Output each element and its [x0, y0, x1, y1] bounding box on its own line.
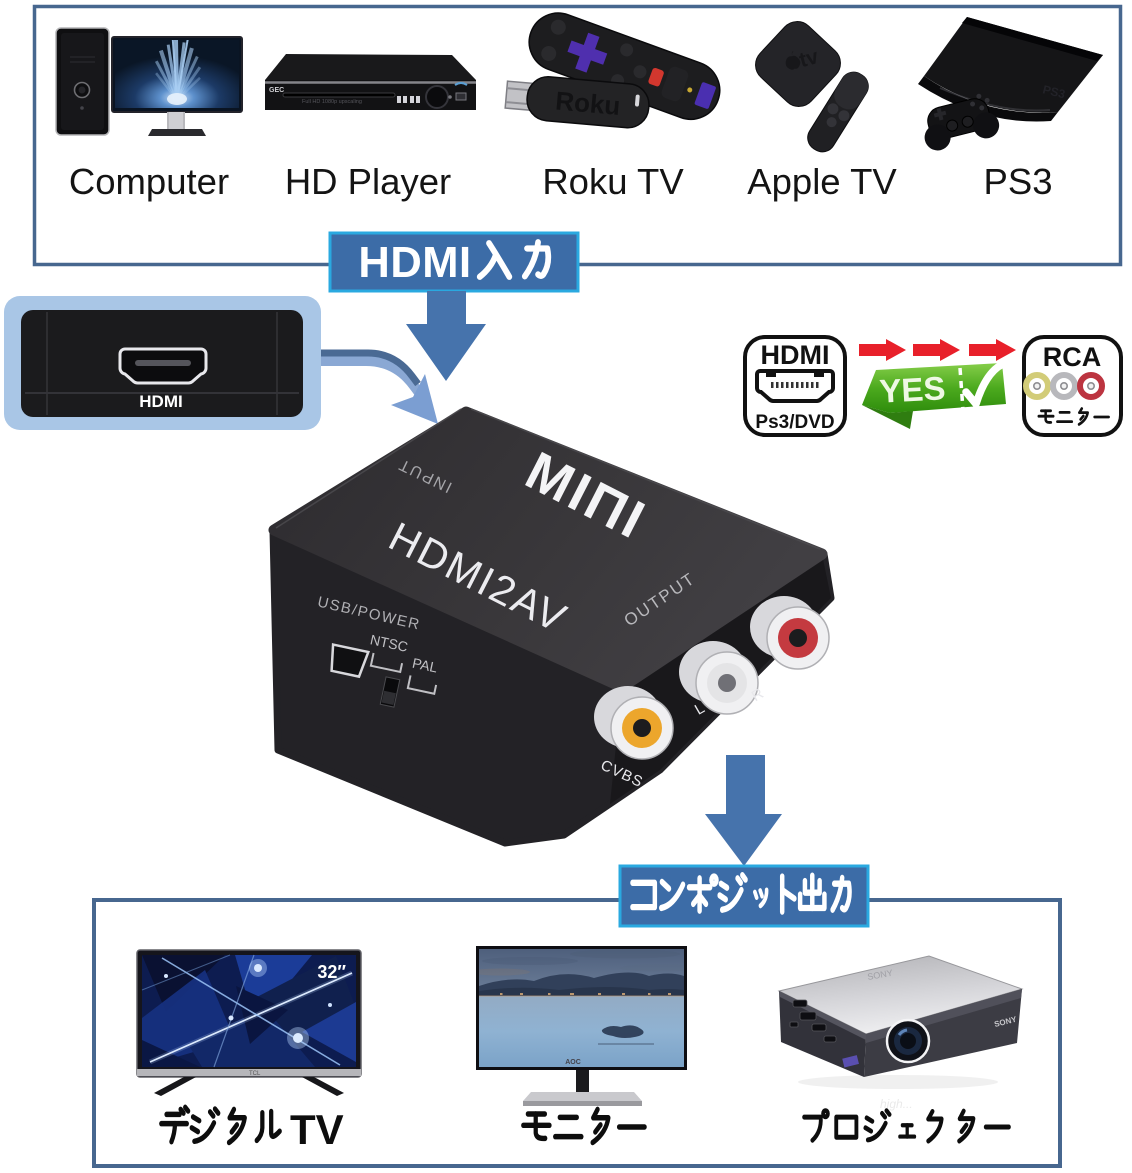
svg-text:RCA: RCA	[1043, 342, 1102, 372]
svg-text:TCL: TCL	[249, 1071, 261, 1077]
svg-text:TV: TV	[290, 1106, 344, 1153]
svg-text:Full HD 1080p upscaling: Full HD 1080p upscaling	[302, 99, 362, 105]
svg-text:YES: YES	[878, 369, 946, 409]
svg-text:SONY: SONY	[867, 968, 894, 982]
svg-text:Roku: Roku	[554, 85, 621, 121]
svg-text:NTSC: NTSC	[369, 631, 410, 655]
svg-text:AOC: AOC	[565, 1059, 581, 1066]
svg-text:HDMI: HDMI	[761, 340, 830, 370]
svg-text:PS3: PS3	[984, 161, 1053, 202]
svg-text:HDMI: HDMI	[358, 239, 471, 287]
svg-text:GEC: GEC	[269, 87, 284, 94]
svg-text:HDMI: HDMI	[139, 392, 182, 411]
svg-text:Roku TV: Roku TV	[542, 161, 684, 202]
svg-text:Ps3/DVD: Ps3/DVD	[755, 412, 834, 433]
svg-text:PS3: PS3	[1041, 82, 1067, 101]
svg-text:HD Player: HD Player	[285, 161, 451, 202]
svg-text:32″: 32″	[317, 962, 346, 982]
svg-text:PAL: PAL	[411, 655, 439, 676]
svg-text:high...: high...	[880, 1097, 913, 1111]
svg-text:Apple TV: Apple TV	[747, 161, 897, 202]
svg-text:Computer: Computer	[69, 161, 229, 202]
